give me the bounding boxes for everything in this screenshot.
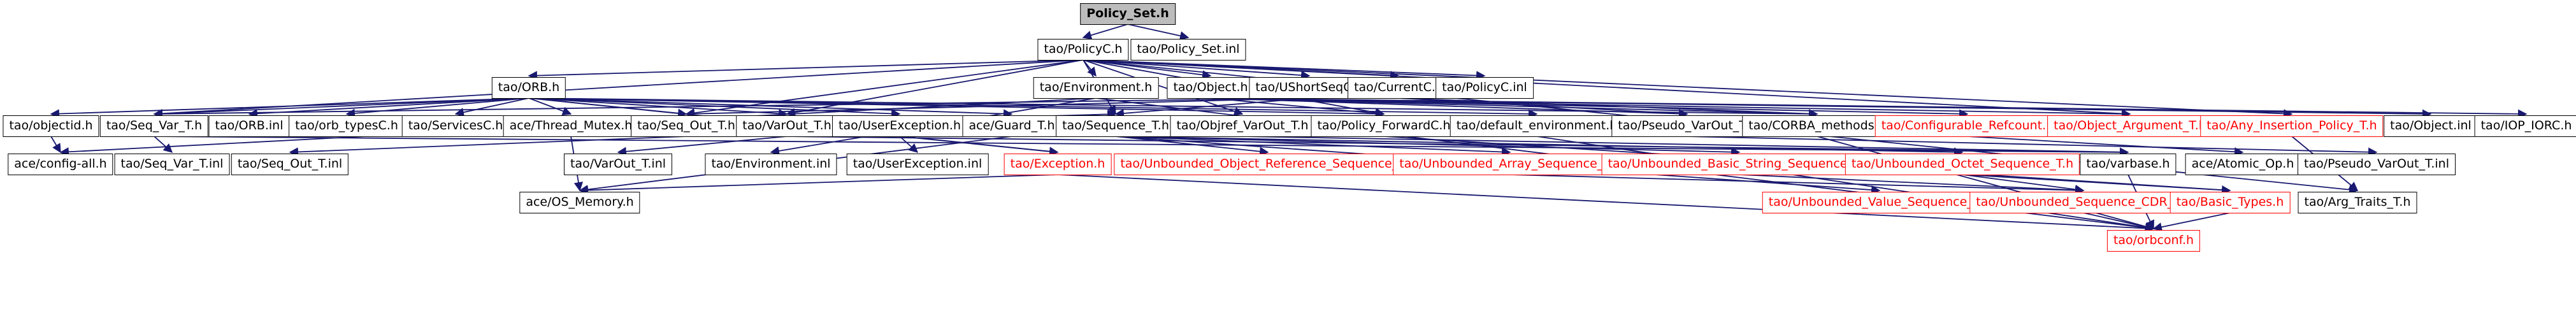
edge-orb_h-to-orb_typesc_h — [345, 97, 529, 119]
graph-node-seq_out_t_h[interactable]: tao/Seq_Out_T.h — [631, 115, 742, 137]
graph-node-seq_out_t_inl[interactable]: tao/Seq_Out_T.inl — [231, 154, 349, 175]
graph-node-userexception_h[interactable]: tao/UserException.h — [831, 115, 968, 137]
edge-policy_set_h-to-policy_set_inl — [1127, 24, 1190, 41]
graph-node-policy_forwardc_h[interactable]: tao/Policy_ForwardC.h — [1311, 115, 1457, 137]
edge-orb_h-to-thread_mutex_h — [528, 97, 572, 116]
edge-orb_h-to-seq_var_t_h — [153, 97, 529, 119]
edge-orb_h-to-servicesc_h — [454, 97, 529, 117]
graph-node-seq_var_t_inl[interactable]: tao/Seq_Var_T.inl — [114, 154, 230, 175]
edge-policyc_h-to-object_argument_t_h — [1083, 59, 2131, 119]
edge-unbounded_octet_sequence_t_h-to-unbounded_sequence_cdr_t_h — [1962, 174, 2085, 194]
graph-node-configurable_refcount_h[interactable]: tao/Configurable_Refcount.h — [1874, 115, 2061, 137]
edge-ushortseqc_h-to-sequence_t_h — [1114, 97, 1310, 119]
edge-exception_h-to-os_memory_h — [579, 174, 1058, 195]
graph-node-unbounded_basic_string_sequence_t_h[interactable]: tao/Unbounded_Basic_String_Sequence_T.h — [1601, 154, 1878, 175]
edge-configurable_refcount_h-to-atomic_op_h — [1967, 136, 2244, 157]
graph-node-object_h[interactable]: tao/Object.h — [1167, 77, 1255, 99]
graph-node-unbounded_array_sequence_t_h[interactable]: tao/Unbounded_Array_Sequence_T.h — [1393, 154, 1627, 175]
graph-node-exception_h[interactable]: tao/Exception.h — [1004, 154, 1112, 175]
graph-node-userexception_inl[interactable]: tao/UserException.inl — [846, 154, 989, 175]
graph-node-any_insertion_policy_t_h[interactable]: tao/Any_Insertion_Policy_T.h — [2200, 115, 2384, 137]
edge-orb_h-to-default_environment_h — [528, 97, 1538, 119]
graph-node-policyc_h[interactable]: tao/PolicyC.h — [1037, 39, 1129, 61]
graph-node-corba_methods_h[interactable]: tao/CORBA_methods.h — [1742, 115, 1892, 137]
edge-object_h-to-iop_iorc_h — [1210, 97, 2528, 119]
graph-node-sequence_t_h[interactable]: tao/Sequence_T.h — [1056, 115, 1176, 137]
graph-node-environment_h[interactable]: tao/Environment.h — [1033, 77, 1159, 99]
edge-ushortseqc_h-to-seq_var_t_h — [153, 97, 1310, 119]
graph-node-object_argument_t_h[interactable]: tao/Object_Argument_T.h — [2047, 115, 2213, 137]
edge-unbounded_array_sequence_t_h-to-unbounded_sequence_cdr_t_h — [1509, 174, 2085, 195]
edge-seq_out_t_h-to-seq_out_t_inl — [289, 136, 687, 157]
graph-node-objectid_h[interactable]: tao/objectid.h — [3, 115, 99, 137]
edge-userexception_h-to-exception_h — [899, 136, 1059, 156]
graph-node-os_memory_h[interactable]: ace/OS_Memory.h — [519, 192, 640, 213]
edge-varout_t_h-to-varbase_h — [786, 136, 2129, 157]
edge-objref_varout_t_h-to-varbase_h — [1242, 136, 2129, 157]
edge-objectid_h-to-config_all_h — [50, 136, 61, 154]
graph-node-pseudo_varout_t_h[interactable]: tao/Pseudo_VarOut_T.h — [1611, 115, 1763, 137]
edge-policy_set_h-to-policyc_h — [1082, 24, 1128, 40]
edge-basic_types_h-to-orbconf_h — [2152, 212, 2231, 232]
edge-unbounded_basic_string_sequence_t_h-to-unbounded_sequence_cdr_t_h — [1739, 174, 2085, 195]
graph-node-orb_h[interactable]: tao/ORB.h — [491, 77, 566, 99]
graph-node-pseudo_varout_t_inl[interactable]: tao/Pseudo_VarOut_T.inl — [2298, 154, 2456, 175]
graph-node-guard_t_h[interactable]: ace/Guard_T.h — [962, 115, 1061, 137]
graph-node-policyc_inl[interactable]: tao/PolicyC.inl — [1436, 77, 1534, 99]
graph-node-object_inl[interactable]: tao/Object.inl — [2384, 115, 2478, 137]
edge-policyc_h-to-any_insertion_policy_t_h — [1083, 59, 2293, 119]
graph-node-policy_set_h: Policy_Set.h — [1080, 3, 1176, 25]
graph-node-seq_var_t_h[interactable]: tao/Seq_Var_T.h — [99, 115, 209, 137]
graph-node-iop_iorc_h[interactable]: tao/IOP_IORC.h — [2474, 115, 2576, 137]
edge-sequence_t_h-to-unbounded_octet_sequence_t_h — [1115, 136, 1964, 157]
graph-node-unbounded_sequence_cdr_t_h[interactable]: tao/Unbounded_Sequence_CDR_T.h — [1969, 192, 2198, 213]
edge-currentc_h-to-corba_methods_h — [1398, 97, 1818, 119]
edge-pseudo_varout_t_h-to-pseudo_varout_t_inl — [1687, 136, 2378, 157]
graph-node-unbounded_object_reference_sequence_t_h[interactable]: tao/Unbounded_Object_Reference_Sequence_… — [1114, 154, 1422, 175]
edge-ushortseqc_h-to-seq_out_t_h — [685, 97, 1310, 119]
graph-node-config_all_h[interactable]: ace/config-all.h — [8, 154, 113, 175]
edge-object_h-to-object_argument_t_h — [1210, 97, 2131, 119]
edge-varout_t_h-to-varout_t_inl — [617, 136, 788, 156]
edge-currentc_h-to-pseudo_varout_t_h — [1398, 97, 1688, 119]
graph-node-orbconf_h[interactable]: tao/orbconf.h — [2106, 230, 2201, 252]
graph-node-unbounded_value_sequence_t_h[interactable]: tao/Unbounded_Value_Sequence_T.h — [1762, 192, 1997, 213]
edge-sequence_t_h-to-unbounded_basic_string_sequence_t_h — [1115, 136, 1741, 157]
graph-node-varout_t_inl[interactable]: tao/VarOut_T.inl — [563, 154, 673, 175]
graph-node-unbounded_octet_sequence_t_h[interactable]: tao/Unbounded_Octet_Sequence_T.h — [1845, 154, 2080, 175]
edge-userexception_h-to-userexception_inl — [899, 136, 919, 153]
edge-policyc_h-to-orb_h — [528, 59, 1084, 80]
graph-node-environment_inl[interactable]: tao/Environment.inl — [705, 154, 837, 175]
graph-node-atomic_op_h[interactable]: ace/Atomic_Op.h — [2185, 154, 2301, 175]
graph-node-basic_types_h[interactable]: tao/Basic_Types.h — [2169, 192, 2291, 213]
edge-exception_h-to-orbconf_h — [1057, 174, 2155, 233]
graph-node-thread_mutex_h[interactable]: ace/Thread_Mutex.h — [503, 115, 639, 137]
graph-node-varbase_h[interactable]: tao/varbase.h — [2080, 154, 2177, 175]
edge-orb_h-to-varout_t_h — [528, 97, 788, 119]
edge-object_h-to-policy_forwardc_h — [1210, 97, 1385, 118]
graph-node-orb_typesc_h[interactable]: tao/orb_typesC.h — [289, 115, 405, 137]
edge-policyc_h-to-ushortseqc_h — [1083, 59, 1311, 80]
graph-node-objref_varout_t_h[interactable]: tao/Objref_VarOut_T.h — [1170, 115, 1315, 137]
edge-sequence_t_h-to-unbounded_array_sequence_t_h — [1115, 136, 1511, 157]
graph-node-servicesc_h[interactable]: tao/ServicesC.h — [401, 115, 510, 137]
edge-sequence_t_h-to-unbounded_object_reference_sequence_t_h — [1115, 136, 1269, 156]
edge-orb_h-to-objectid_h — [50, 97, 529, 119]
graph-node-default_environment_h[interactable]: tao/default_environment.h — [1450, 115, 1624, 137]
graph-node-policy_set_inl[interactable]: tao/Policy_Set.inl — [1130, 39, 1246, 61]
edge-orb_h-to-orb_inl — [248, 97, 529, 119]
edge-seq_var_t_h-to-seq_var_t_inl — [154, 136, 173, 153]
graph-node-arg_traits_t_h[interactable]: tao/Arg_Traits_T.h — [2298, 192, 2417, 213]
graph-node-varout_t_h[interactable]: tao/VarOut_T.h — [736, 115, 838, 137]
graph-node-orb_inl[interactable]: tao/ORB.inl — [208, 115, 290, 137]
graph-node-currentc_h[interactable]: tao/CurrentC.h — [1348, 77, 1450, 99]
edge-policyc_h-to-objref_varout_t_h — [1083, 59, 1244, 116]
